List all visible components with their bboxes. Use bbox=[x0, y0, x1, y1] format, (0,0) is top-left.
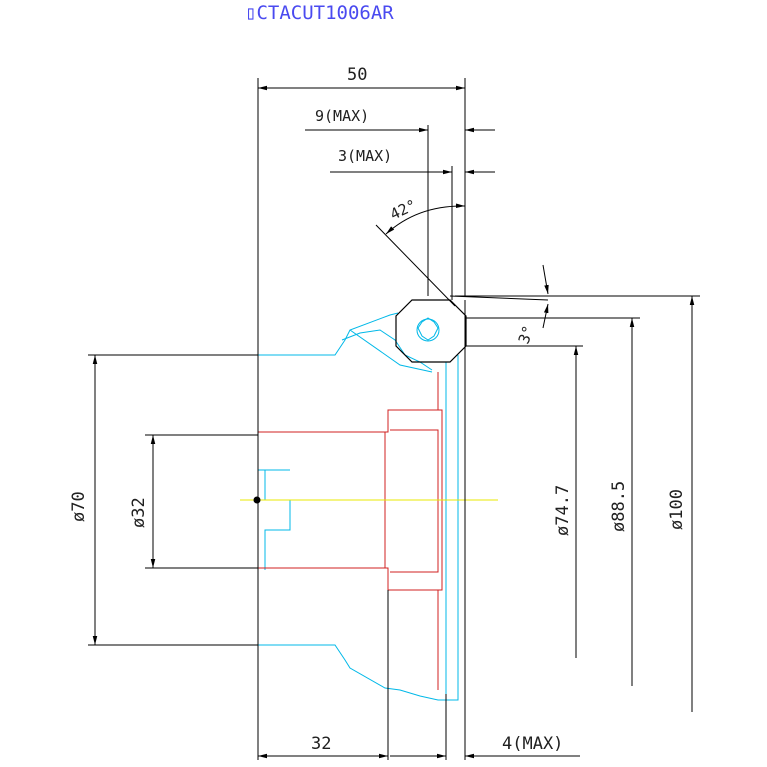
dim-label-9max: 9(MAX) bbox=[315, 107, 369, 125]
dim-label-4max: 4(MAX) bbox=[502, 734, 563, 754]
dim-dia-70: ø70 bbox=[69, 354, 258, 646]
torx-screw-icon bbox=[416, 318, 440, 342]
dim-dia-74-7: ø74.7 bbox=[466, 345, 583, 658]
dim-label-50: 50 bbox=[347, 65, 367, 85]
dim-angle-3: 3° bbox=[449, 264, 549, 346]
dim-label-dia88-5: ø88.5 bbox=[609, 481, 629, 532]
dim-nine-max: 9(MAX) bbox=[305, 107, 495, 296]
cutter-body-outline bbox=[257, 299, 467, 701]
insert-octagon bbox=[395, 299, 467, 363]
hub-outline bbox=[258, 372, 443, 690]
dim-label-dia100: ø100 bbox=[667, 489, 687, 530]
dim-dia-100: ø100 bbox=[455, 295, 700, 712]
dim-label-32: 32 bbox=[311, 734, 331, 754]
dim-label-3max: 3(MAX) bbox=[338, 147, 392, 165]
dim-label-dia70: ø70 bbox=[69, 491, 89, 522]
center-point bbox=[253, 496, 261, 504]
dim-label-dia32: ø32 bbox=[129, 497, 149, 528]
dim-four-max: 4(MAX) bbox=[390, 300, 580, 760]
drawing-title: ▯CTACUT1006AR bbox=[245, 2, 394, 24]
dim-label-dia74-7: ø74.7 bbox=[553, 485, 573, 536]
dim-overall-length: 50 bbox=[257, 65, 466, 760]
dim-label-42deg: 42° bbox=[387, 196, 419, 224]
dim-three-max: 3(MAX) bbox=[330, 147, 495, 300]
dim-dia-88-5: ø88.5 bbox=[466, 317, 640, 686]
dim-bottom-32: 32 bbox=[258, 590, 389, 760]
dim-label-3deg: 3° bbox=[515, 323, 538, 346]
dim-dia-32: ø32 bbox=[129, 434, 258, 569]
